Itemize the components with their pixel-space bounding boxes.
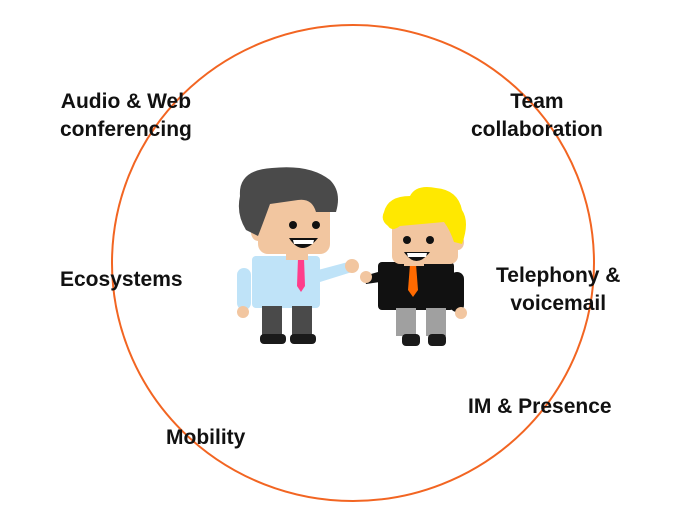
- label-im-presence-line1: IM & Presence: [468, 395, 612, 418]
- ring: [111, 24, 595, 502]
- label-audio-web-conferencing: Audio & Web conferencing: [60, 88, 192, 144]
- label-im-presence: IM & Presence: [468, 393, 612, 421]
- label-ecosystems: Ecosystems: [60, 266, 183, 294]
- label-mobility: Mobility: [166, 424, 245, 452]
- label-telephony-voicemail: Telephony & voicemail: [496, 262, 620, 318]
- label-team-line1: Team: [510, 90, 564, 113]
- label-audio-web-line1: Audio & Web: [60, 90, 192, 113]
- label-ecosystems-line1: Ecosystems: [60, 268, 183, 291]
- label-mobility-line1: Mobility: [166, 426, 246, 449]
- label-team-line2: collaboration: [471, 118, 603, 141]
- label-telephony-line2: voicemail: [510, 292, 607, 315]
- left-character-icon: [237, 167, 359, 344]
- label-team-collaboration: Team collaboration: [471, 88, 603, 144]
- label-telephony-line1: Telephony &: [496, 264, 621, 287]
- right-character-icon: [360, 187, 467, 346]
- label-audio-web-line2: conferencing: [60, 118, 192, 141]
